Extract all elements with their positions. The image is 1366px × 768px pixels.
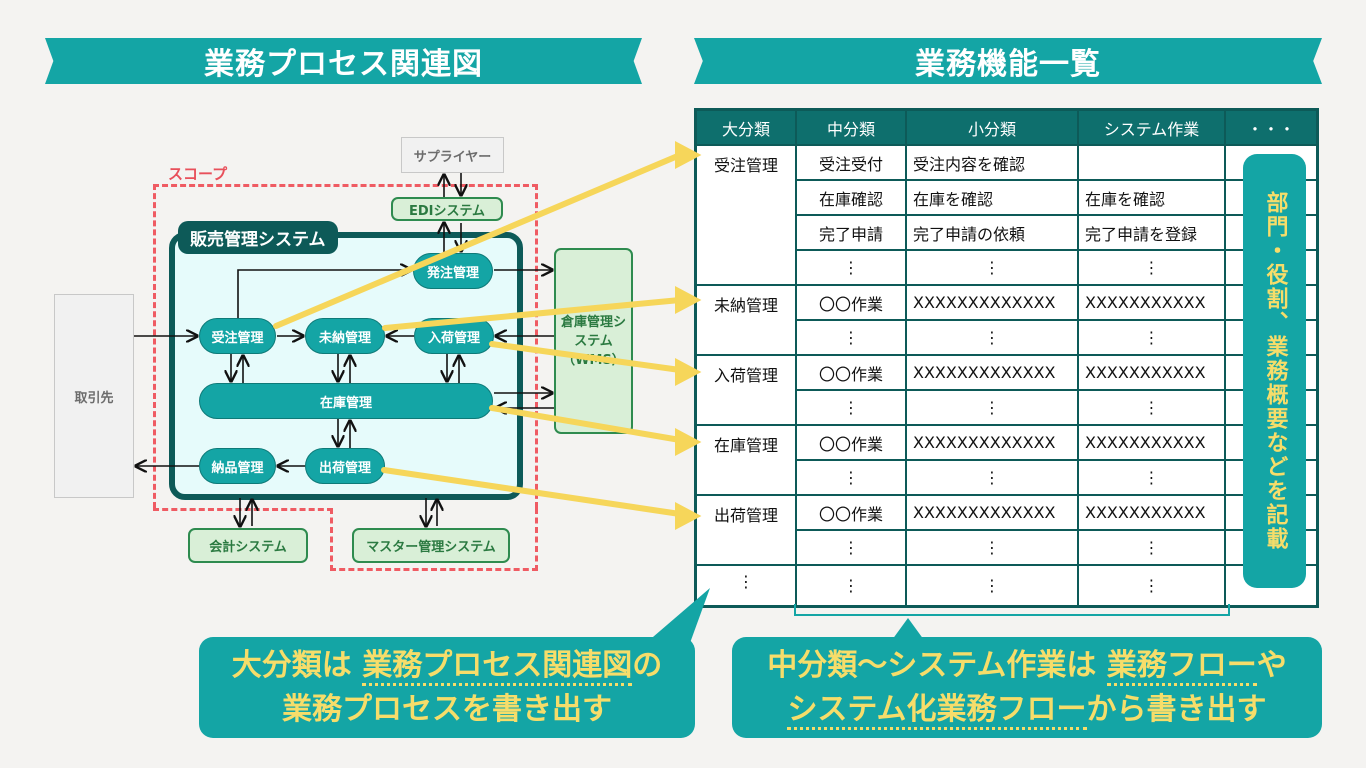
cell-major-category: 入荷管理 [694,354,797,426]
callout-middle-category: 中分類〜システム作業は 業務フローや システム化業務フローから書き出す [732,637,1322,738]
master-system-box[interactable]: マスター管理システム [352,528,510,563]
cell-system-task: XXXXXXXXXXX [1077,494,1226,531]
cell-minor-category: ⋮ [905,319,1079,356]
cell-major-category: ⋮ [694,564,797,608]
map-arrowhead [675,286,702,314]
col-system-task: システム作業 [1077,108,1226,146]
accounting-system-box[interactable]: 会計システム [188,528,308,563]
cell-major-category: 出荷管理 [694,494,797,566]
function-table: 大分類 中分類 小分類 システム作業 ・・・ 受注管理受注受付受注内容を確認在庫… [694,108,1319,608]
cell-minor-category: XXXXXXXXXXXXX [905,284,1079,321]
process-order[interactable]: 発注管理 [413,253,493,289]
process-shipping[interactable]: 出荷管理 [305,448,385,484]
table-row: 受注管理受注受付受注内容を確認 [694,144,1319,286]
callout-left-line1: 大分類は 業務プロセス関連図の [232,644,662,688]
cell-system-task [1077,144,1226,181]
function-list-title: 業務機能一覧 [694,38,1322,84]
cell-minor-category: 完了申請の依頼 [905,214,1079,251]
col-middle: 中分類 [795,108,907,146]
cell-system-task: ⋮ [1077,564,1226,608]
cell-middle-category: 〇〇作業 [795,284,907,321]
map-arrowhead [675,141,702,169]
map-arrowhead [675,502,702,530]
process-backorder[interactable]: 未納管理 [305,318,385,354]
cell-minor-category: 受注内容を確認 [905,144,1079,181]
cell-system-task: ⋮ [1077,529,1226,566]
callout-right-line1: 中分類〜システム作業は 業務フローや [767,644,1287,688]
cell-minor-category: ⋮ [905,529,1079,566]
cell-middle-category: 〇〇作業 [795,494,907,531]
cell-minor-category: ⋮ [905,249,1079,286]
cell-middle-category: ⋮ [795,319,907,356]
cell-minor-category: ⋮ [905,389,1079,426]
scope-boundary-extension [330,508,538,571]
cell-minor-category: XXXXXXXXXXXXX [905,354,1079,391]
process-delivery[interactable]: 納品管理 [199,448,276,484]
cell-middle-category: ⋮ [795,389,907,426]
map-arrowhead [675,428,702,456]
cell-system-task: XXXXXXXXXXX [1077,354,1226,391]
callout-major-category: 大分類は 業務プロセス関連図の 業務プロセスを書き出す [199,637,695,738]
cell-system-task: 完了申請を登録 [1077,214,1226,251]
supplier-box[interactable]: サプライヤー [401,137,504,173]
cell-system-task: XXXXXXXXXXX [1077,424,1226,461]
cell-minor-category: XXXXXXXXXXXXX [905,494,1079,531]
cell-middle-category: 受注受付 [795,144,907,181]
cell-major-category: 受注管理 [694,144,797,286]
table-row: 在庫確認在庫を確認在庫を確認 [696,179,1319,216]
cell-major-category: 未納管理 [694,284,797,356]
cell-minor-category: ⋮ [905,459,1079,496]
scope-boundary-bottom-left [153,508,333,511]
process-arrival[interactable]: 入荷管理 [414,318,494,354]
cell-system-task: 在庫を確認 [1077,179,1226,216]
cell-middle-category: 在庫確認 [795,179,907,216]
col-more: ・・・ [1224,108,1319,146]
cell-major-category: 在庫管理 [694,424,797,496]
cell-middle-category: ⋮ [795,459,907,496]
cell-system-task: ⋮ [1077,389,1226,426]
cell-system-task: XXXXXXXXXXX [1077,284,1226,321]
cell-minor-category: ⋮ [905,564,1079,608]
map-arrowhead [675,358,702,386]
table-row: ⋮⋮⋮ [696,389,1319,426]
scope-label: スコープ [168,165,228,183]
bracket-middle-to-system [794,604,1230,616]
cell-middle-category: 〇〇作業 [795,424,907,461]
sales-system-title: 販売管理システム [178,221,338,254]
cell-system-task: ⋮ [1077,459,1226,496]
cell-system-task: ⋮ [1077,319,1226,356]
table-row: 完了申請完了申請の依頼完了申請を登録 [696,214,1319,251]
process-receive[interactable]: 受注管理 [199,318,276,354]
table-header-row: 大分類 中分類 小分類 システム作業 ・・・ [694,108,1319,146]
process-diagram-title: 業務プロセス関連図 [45,38,642,84]
cell-middle-category: 完了申請 [795,214,907,251]
cell-middle-category: ⋮ [795,529,907,566]
cell-minor-category: 在庫を確認 [905,179,1079,216]
process-inventory[interactable]: 在庫管理 [199,383,493,419]
cell-middle-category: 〇〇作業 [795,354,907,391]
cell-system-task: ⋮ [1077,249,1226,286]
col-minor: 小分類 [905,108,1079,146]
note-department-roles: 部門・役割、業務概要などを記載 [1243,154,1306,588]
edi-system-box[interactable]: EDIシステム [391,197,503,221]
wms-box[interactable]: 倉庫管理システム（WMS） [554,248,633,434]
table-row: ⋮⋮⋮⋮ [694,564,1319,608]
callout-right-line2: システム化業務フローから書き出す [787,688,1267,732]
cell-middle-category: ⋮ [795,564,907,608]
customer-box[interactable]: 取引先 [54,294,134,498]
callout-left-line2: 業務プロセスを書き出す [282,691,612,727]
col-major: 大分類 [694,108,797,146]
table-row: ⋮⋮⋮ [696,529,1319,566]
cell-middle-category: ⋮ [795,249,907,286]
cell-minor-category: XXXXXXXXXXXXX [905,424,1079,461]
